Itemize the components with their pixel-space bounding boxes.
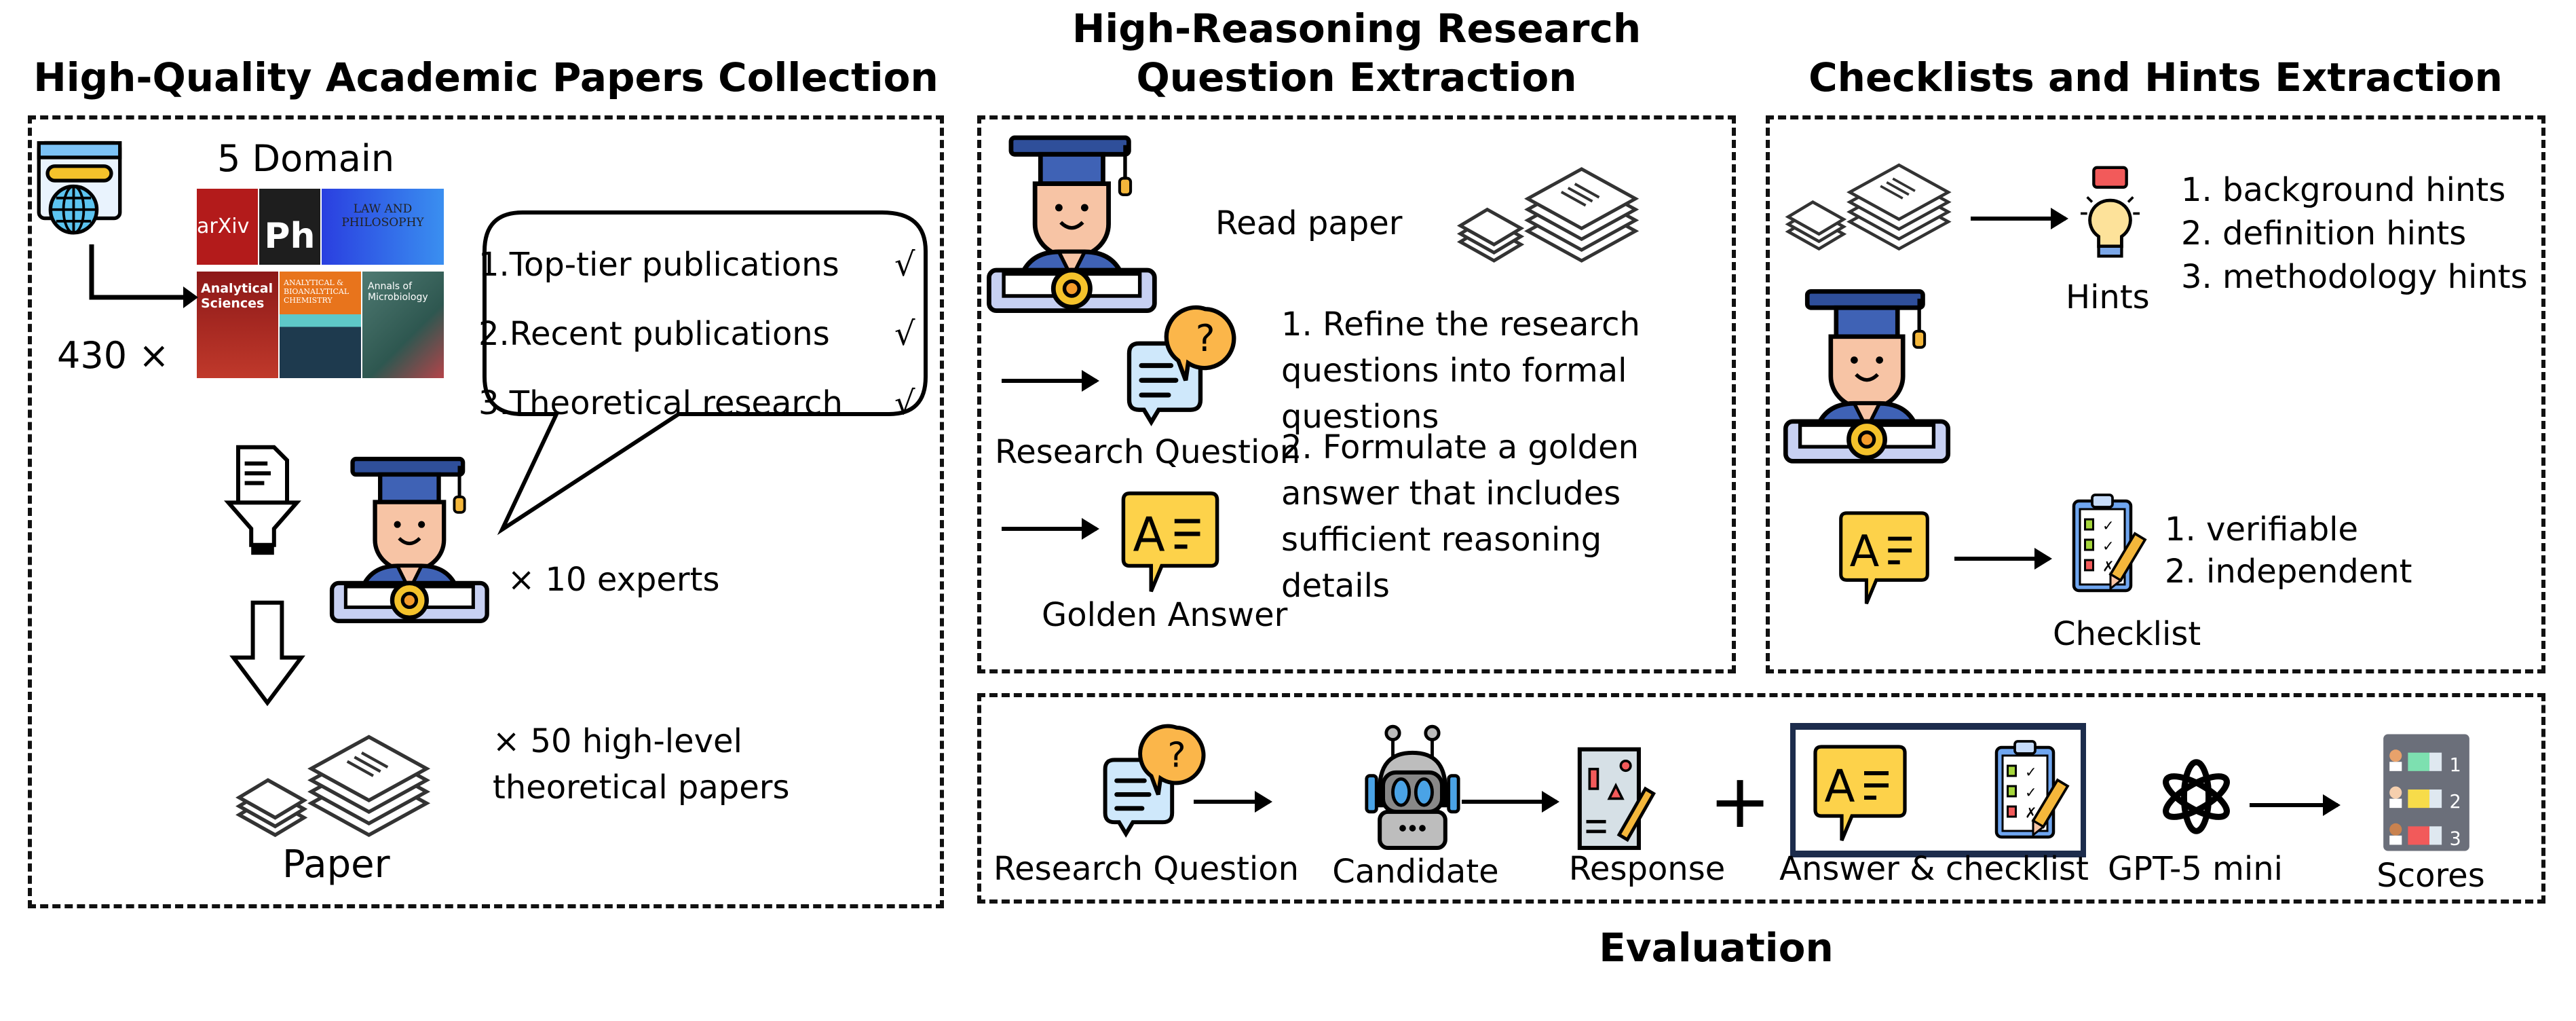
answer-checklist-group (1790, 723, 2086, 857)
checklist-property: 2. independent (2165, 553, 2412, 591)
evaluation-title: Evaluation (1599, 925, 1834, 971)
checklist-icon (1992, 739, 2074, 841)
arrow (2250, 794, 2341, 816)
robot-candidate-icon (1365, 724, 1460, 851)
golden-answer-icon (1117, 485, 1224, 600)
cover-annals-microbiology: Annals of Microbiology (362, 272, 444, 378)
expert-avatar-icon (1782, 288, 1963, 468)
check-mark: √ (894, 384, 915, 422)
browser-globe-icon (37, 141, 122, 235)
read-paper-label: Read paper (1215, 204, 1403, 242)
extraction-title-line: Question Extraction (1136, 54, 1577, 100)
answer-icon (1831, 509, 1937, 608)
research-question-label: Research Question (995, 433, 1301, 471)
check-mark: √ (894, 315, 915, 353)
step2-line: sufficient reasoning (1281, 521, 1602, 559)
step2-line: 2. Formulate a golden (1281, 428, 1640, 466)
openai-gpt-logo-icon (2163, 759, 2230, 834)
step1-line: 1. Refine the research (1281, 305, 1640, 344)
eval-step-label: Candidate (1332, 853, 1499, 891)
lightbulb-hint-icon (2081, 166, 2140, 258)
research-question-icon (1114, 304, 1248, 427)
hint-item: 1. background hints (2181, 171, 2506, 209)
criterion-item: 3.Theoretical research (478, 384, 843, 422)
collection-box (28, 115, 944, 908)
expert-avatar-icon (328, 451, 501, 632)
cover-law-philosophy: LAW AND PHILOSOPHY (322, 189, 444, 265)
collection-title: High-Quality Academic Papers Collection (33, 54, 939, 100)
eval-step-label: Research Question (993, 850, 1300, 888)
criterion-item: 2.Recent publications (478, 315, 830, 353)
response-document-icon (1577, 747, 1656, 851)
elbow-arrow-icon (89, 244, 198, 308)
rank-label: 1 (2449, 755, 2461, 776)
eval-step-label: Scores (2376, 857, 2485, 895)
arrow (1462, 791, 1559, 813)
domain-count-label: 5 Domain (217, 137, 395, 180)
step2-line: answer that includes (1281, 475, 1621, 513)
papers-count-line: theoretical papers (493, 768, 790, 806)
step1-line: questions (1281, 398, 1439, 436)
checklists-box (1766, 115, 2545, 673)
papers-stack-icon (1782, 156, 1954, 263)
scores-leaderboard-icon: 1 2 3 (2383, 734, 2469, 851)
cover-ph: Ph (259, 189, 320, 265)
criterion-item: 1.Top-tier publications (478, 246, 839, 284)
papers-stack-icon (1454, 156, 1642, 279)
evaluation-box (977, 693, 2545, 904)
cover-arxiv: arXiv (197, 189, 258, 265)
check-mark: √ (894, 246, 915, 284)
golden-answer-label: Golden Answer (1042, 596, 1288, 634)
plus-sign: + (1709, 758, 1772, 844)
extraction-title-line: High-Reasoning Research (1072, 5, 1642, 52)
cover-bioanalytical-chemistry: ANALYTICAL & BIOANALYTICAL CHEMISTRY (280, 272, 361, 378)
hint-item: 3. methodology hints (2181, 258, 2528, 296)
papers-count-line: × 50 high-level (493, 722, 742, 760)
arrow (1971, 208, 2068, 229)
answer-icon (1809, 739, 1911, 848)
extraction-box (977, 115, 1736, 673)
extraction-title: High-Reasoning Research Question Extract… (977, 4, 1736, 102)
hint-item: 2. definition hints (2181, 215, 2467, 253)
hollow-down-arrow-icon (229, 600, 305, 707)
cover-analytical-sciences: Analytical Sciences (197, 272, 278, 378)
arrow (1002, 518, 1099, 540)
papers-stack-icon (222, 731, 444, 847)
arrow (1002, 370, 1099, 392)
arrow (1954, 548, 2052, 570)
filter-funnel-icon (223, 445, 302, 555)
checklist-icon (2070, 493, 2151, 595)
checklist-label: Checklist (2053, 615, 2201, 653)
paper-label: Paper (282, 842, 390, 887)
rank-label: 3 (2449, 828, 2461, 849)
experts-count-label: × 10 experts (508, 561, 720, 599)
rank-label: 2 (2449, 792, 2461, 813)
step2-line: details (1281, 567, 1390, 605)
paper-count-label: 430 × (57, 334, 170, 377)
research-question-icon (1093, 723, 1215, 838)
eval-step-label: GPT-5 mini (2107, 850, 2284, 888)
eval-step-label: Response (1568, 850, 1726, 888)
expert-avatar-icon (985, 132, 1169, 320)
checklists-title: Checklists and Hints Extraction (1808, 54, 2503, 100)
arrow (1194, 791, 1272, 813)
speech-bubble (482, 210, 928, 536)
step1-line: questions into formal (1281, 352, 1627, 390)
eval-step-label: Answer & checklist (1779, 850, 2089, 888)
hints-label: Hints (2066, 278, 2150, 316)
checklist-property: 1. verifiable (2165, 510, 2359, 549)
